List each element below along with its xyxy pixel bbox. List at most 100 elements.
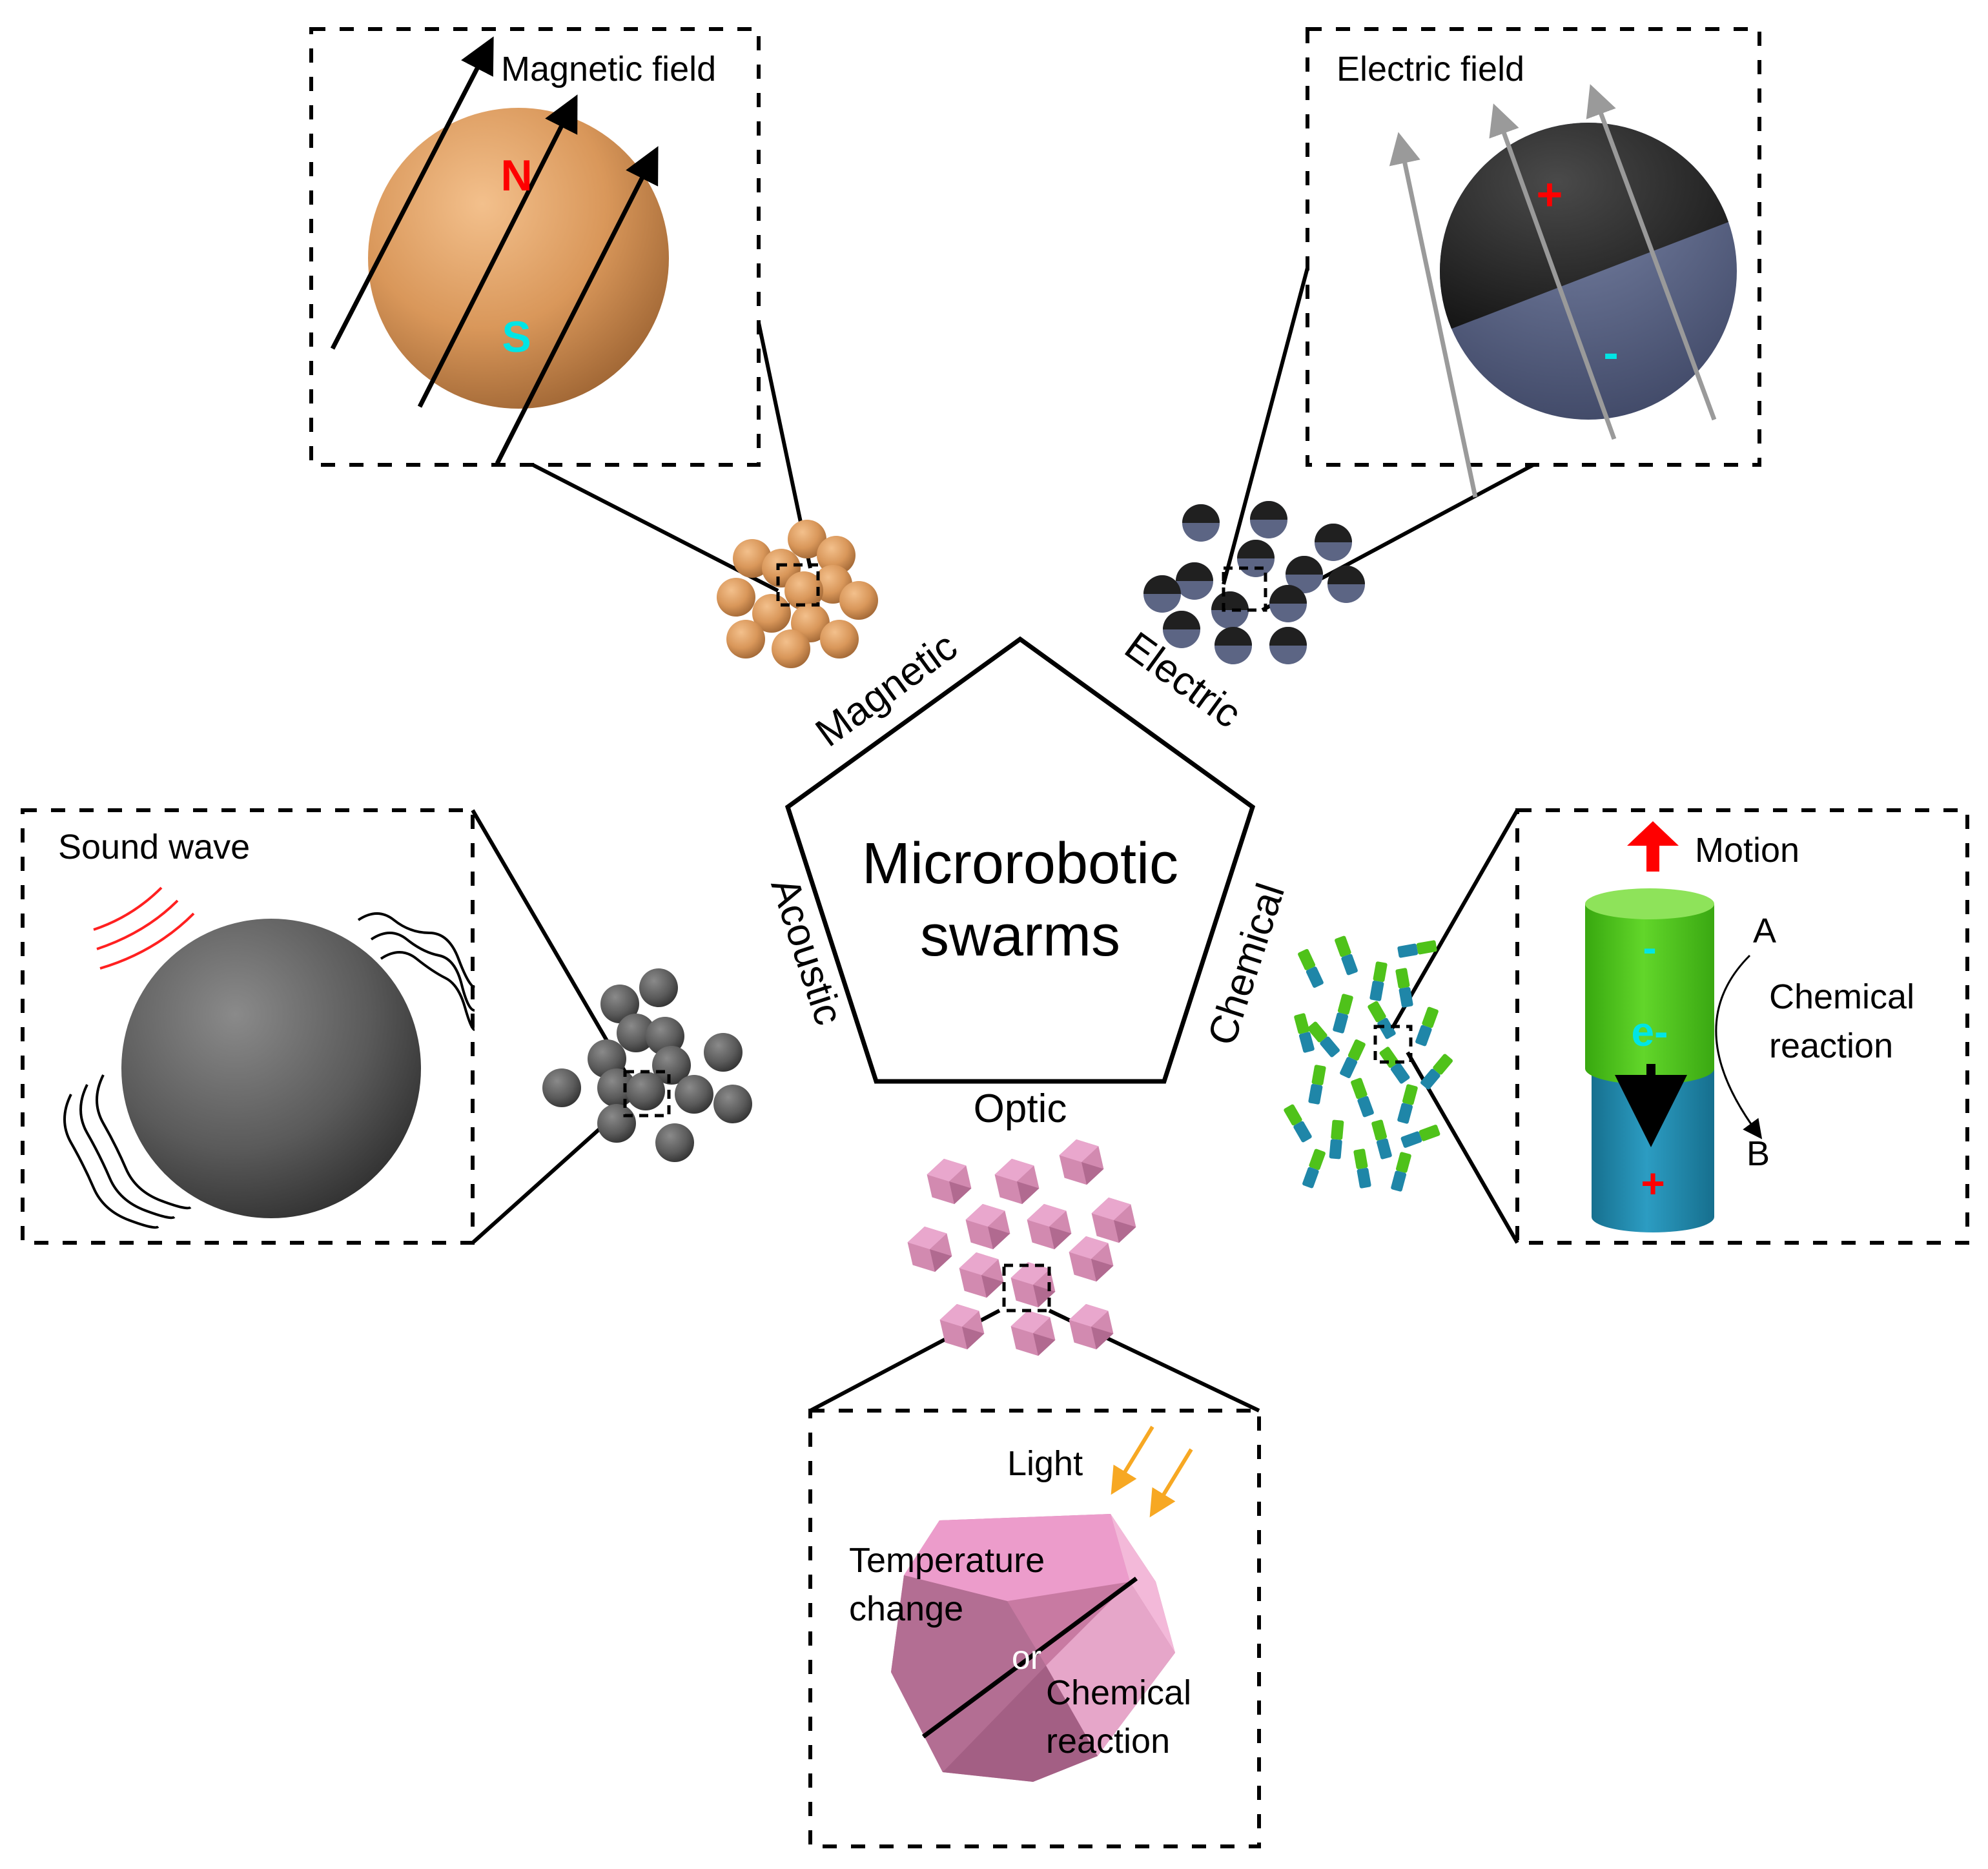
swarm-particle — [1069, 1303, 1114, 1350]
north-pole-label: N — [500, 151, 532, 200]
field-line-3 — [495, 146, 659, 465]
electric-swarm — [1143, 501, 1365, 664]
swarm-particle — [597, 1068, 636, 1107]
divider-line — [921, 1577, 1138, 1739]
swarm-particle — [646, 1017, 684, 1056]
swarm-particle — [1143, 575, 1181, 613]
swarm-particle — [1368, 1001, 1396, 1039]
swarm-particle — [652, 1046, 691, 1085]
temperature-line2: change — [849, 1589, 963, 1628]
acoustic-particle-large — [121, 919, 421, 1218]
swarm-particle — [1340, 1039, 1366, 1079]
swarm-particle — [675, 1075, 713, 1114]
efield-line-1 — [1389, 132, 1478, 498]
negative-charge-label: - — [1603, 327, 1618, 378]
swarm-particle — [1069, 1236, 1114, 1282]
swarm-particle — [1091, 1197, 1136, 1243]
swarm-particle — [597, 1104, 636, 1143]
light-arrow-1 — [1111, 1425, 1154, 1495]
swarm-particle — [1351, 1077, 1374, 1118]
light-label: Light — [1007, 1444, 1083, 1483]
swarm-particle — [542, 1068, 581, 1107]
chemical-panel: Motion - e- + A B Chemical reaction — [1515, 808, 1969, 1245]
chemical-reaction-line1: Chemical — [1769, 977, 1914, 1016]
swarm-particle — [772, 629, 810, 668]
chemical-swarm — [1284, 935, 1453, 1192]
swarm-particle — [994, 1158, 1040, 1205]
swarm-particle — [1302, 1149, 1326, 1189]
center-pentagon: Microrobotic swarms — [784, 636, 1256, 1084]
optic-chem-line2: reaction — [1046, 1722, 1170, 1761]
magnetic-particle-large — [368, 108, 669, 409]
swarm-particle — [1269, 627, 1307, 664]
sound-wave-red — [93, 886, 195, 970]
polyhedron-large — [891, 1514, 1175, 1782]
or-label: or — [1012, 1639, 1041, 1677]
swarm-particle — [1176, 562, 1213, 600]
swarm-particle — [626, 1072, 665, 1110]
electric-particle-large — [1440, 123, 1737, 420]
swarm-particle — [927, 1158, 972, 1205]
swarm-particle — [820, 620, 859, 659]
chemical-reaction-line2: reaction — [1769, 1026, 1893, 1065]
magnetic-swarm — [717, 520, 878, 668]
swarm-particle — [1307, 1021, 1340, 1057]
swarm-particle — [1379, 1047, 1410, 1084]
optic-chem-line1: Chemical — [1046, 1673, 1191, 1712]
swarm-particle — [1284, 1104, 1312, 1143]
swarm-particle — [713, 1085, 752, 1123]
swarm-particle — [817, 536, 856, 575]
electric-field-caption: Electric field — [1337, 50, 1524, 88]
swarm-particle — [1237, 540, 1275, 577]
rod-plus-label: + — [1641, 1160, 1665, 1207]
side-label-optic: Optic — [974, 1087, 1067, 1131]
swarm-particle — [1371, 1119, 1392, 1159]
acoustic-panel: Sound wave — [21, 808, 476, 1245]
swarm-particle — [939, 1303, 985, 1350]
zoom-marker — [776, 563, 820, 607]
reactant-label: A — [1753, 912, 1776, 950]
swarm-particle — [1400, 1125, 1440, 1148]
swarm-particle — [726, 620, 765, 659]
swarm-particle — [1420, 1054, 1453, 1090]
swarm-particle — [1294, 1013, 1315, 1053]
swarm-particle — [907, 1226, 952, 1272]
swarm-particle — [1327, 566, 1365, 603]
swarm-particle — [959, 1252, 1004, 1298]
swarm-particle — [1395, 968, 1413, 1008]
swarm-particle — [1333, 994, 1353, 1034]
magnetic-panel: Magnetic field N S — [309, 27, 761, 467]
swarm-particle — [1391, 1152, 1411, 1192]
swarm-particle — [839, 581, 878, 620]
swarm-particle — [1335, 935, 1358, 975]
sound-wave-caption: Sound wave — [58, 828, 250, 866]
swarm-particle — [600, 985, 639, 1023]
electric-panel: Electric field + - — [1306, 27, 1761, 498]
zoom-marker — [623, 1070, 671, 1118]
rod-minus-label: - — [1643, 924, 1656, 971]
swarm-particle — [655, 1123, 694, 1162]
positive-charge-label: + — [1537, 169, 1563, 220]
zoom-marker — [1002, 1263, 1051, 1312]
swarm-particle — [965, 1203, 1010, 1250]
swarm-particle — [704, 1033, 743, 1072]
swarm-particle — [784, 571, 823, 610]
swarm-particle — [1369, 961, 1388, 1001]
center-title-line1: Microrobotic — [862, 832, 1178, 896]
temperature-line1: Temperature — [849, 1541, 1045, 1580]
efield-line-2 — [1489, 103, 1617, 440]
swarm-particle — [1415, 1006, 1439, 1047]
swarm-particle — [1059, 1139, 1104, 1185]
swarm-particle — [1182, 504, 1220, 542]
motion-label: Motion — [1695, 831, 1799, 870]
zoom-marker — [1222, 566, 1267, 612]
zoom-marker — [1373, 1025, 1413, 1064]
swarm-particle — [1027, 1203, 1072, 1250]
acoustic-swarm — [542, 968, 752, 1162]
swarm-particle — [1308, 1065, 1326, 1105]
swarm-particle — [1163, 611, 1200, 648]
sound-wave-left — [63, 1074, 192, 1229]
swarm-particle — [1298, 948, 1324, 988]
swarm-particle — [1397, 940, 1437, 958]
